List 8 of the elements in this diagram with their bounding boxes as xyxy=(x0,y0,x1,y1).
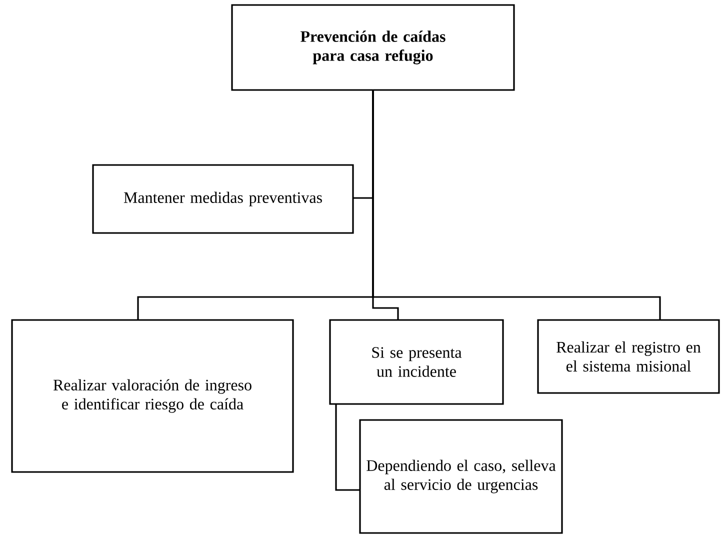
process-box: Dependiendo el caso, selleva al servicio de urgencias xyxy=(359,419,563,534)
process-box: Realizar valoración de ingreso e identificar riesgo de caída xyxy=(11,319,294,473)
process-box: Mantener medidas preventivas xyxy=(92,164,354,234)
connector-line xyxy=(335,404,360,491)
process-box: Prevención de caídas para casa refugio xyxy=(231,4,515,91)
process-box: Si se presenta un incidente xyxy=(329,319,504,405)
connector-line xyxy=(372,90,661,320)
process-box: Realizar el registro en el sistema misional xyxy=(537,319,720,394)
